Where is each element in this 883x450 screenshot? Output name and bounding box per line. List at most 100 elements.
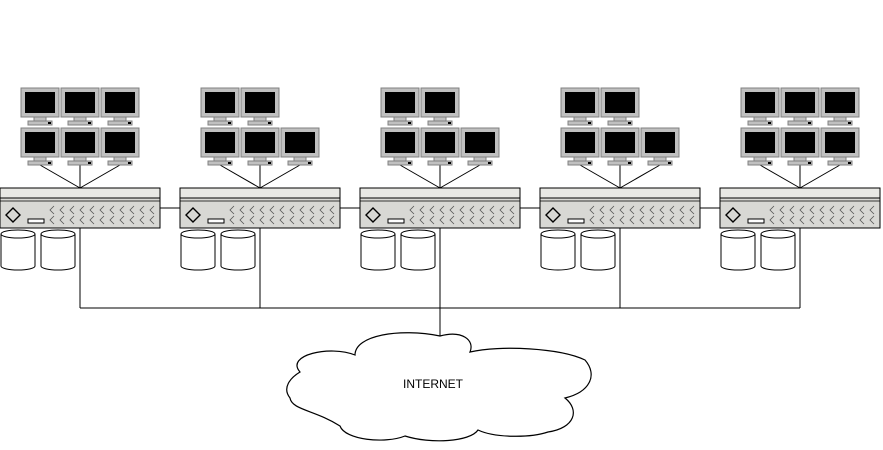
disk-top [580, 229, 616, 239]
monitor-cable [619, 164, 661, 189]
monitor-icon [100, 127, 140, 166]
server-vent [659, 215, 665, 225]
server-vent [819, 215, 825, 225]
server-vent [789, 205, 795, 215]
monitor-icon [600, 127, 640, 166]
monitor-base [427, 120, 453, 126]
cloud-label: INTERNET [403, 377, 464, 391]
monitor-base [567, 160, 593, 166]
server-vent [249, 215, 255, 225]
monitor-screen [65, 132, 95, 153]
monitor-screen [385, 132, 415, 153]
server-top-panel [539, 187, 701, 199]
monitor-neck [33, 116, 47, 122]
monitor-neck [613, 116, 627, 122]
server-vent [69, 205, 75, 215]
monitor-base [747, 160, 773, 166]
server-vent [609, 205, 615, 215]
server-vent [779, 205, 785, 215]
monitor-base [27, 160, 53, 166]
server-icon [539, 187, 701, 229]
monitor-neck [113, 156, 127, 162]
monitor-base [607, 120, 633, 126]
monitor-icon [200, 87, 240, 126]
server-vent [639, 205, 645, 215]
server-vent [279, 205, 285, 215]
monitor-icon [200, 127, 240, 166]
monitor-neck [573, 116, 587, 122]
server-vent [119, 205, 125, 215]
server-vent [619, 205, 625, 215]
server-vent [799, 215, 805, 225]
server-drive-slot [27, 218, 45, 224]
server-vent [619, 215, 625, 225]
server-icon [359, 187, 521, 229]
server-vent [259, 205, 265, 215]
monitor-screen [645, 132, 675, 153]
monitor-power-led [88, 162, 91, 164]
monitor-cable [259, 164, 301, 189]
server-vent [459, 215, 465, 225]
monitor-base [607, 160, 633, 166]
monitor-base [787, 160, 813, 166]
disk-body [540, 234, 576, 271]
disk-top [220, 229, 256, 239]
server-icon [719, 187, 881, 229]
monitor-screen [425, 132, 455, 153]
server-vent [469, 205, 475, 215]
monitor-power-led [488, 162, 491, 164]
monitor-cable [399, 164, 441, 189]
server-front-panel [719, 197, 881, 229]
server-vent [469, 215, 475, 225]
disk-icon [0, 229, 36, 271]
server-vent [409, 215, 415, 225]
monitor-neck [433, 156, 447, 162]
server-vent [319, 205, 325, 215]
monitor-power-led [628, 122, 631, 124]
server-vent [669, 215, 675, 225]
monitor-icon [780, 87, 820, 126]
monitor-screen [465, 132, 495, 153]
server-vent [829, 205, 835, 215]
monitor-base [207, 160, 233, 166]
monitor-cable [439, 164, 481, 189]
server-top-panel [359, 187, 521, 199]
monitor-neck [393, 156, 407, 162]
monitor-icon [280, 127, 320, 166]
monitor-power-led [408, 122, 411, 124]
server-vent [439, 205, 445, 215]
server-vent [419, 215, 425, 225]
disk-body [40, 234, 76, 271]
server-vent [289, 215, 295, 225]
server-vent [489, 205, 495, 215]
monitor-screen [25, 132, 55, 153]
monitor-power-led [48, 162, 51, 164]
monitor-neck [573, 156, 587, 162]
disk-top [400, 229, 436, 239]
disk-body [360, 234, 396, 271]
monitor-base [247, 160, 273, 166]
server-drive-slot [567, 218, 585, 224]
monitor-neck [393, 116, 407, 122]
server-vent [459, 205, 465, 215]
server-vent [269, 205, 275, 215]
server-vent [139, 215, 145, 225]
server-vent [769, 205, 775, 215]
monitor-screen [565, 132, 595, 153]
monitor-icon [60, 127, 100, 166]
monitor-icon [100, 87, 140, 126]
monitor-icon [740, 87, 780, 126]
server-vent [799, 205, 805, 215]
monitor-base [207, 120, 233, 126]
monitor-neck [33, 156, 47, 162]
server-drive-slot [747, 218, 765, 224]
disk-top [180, 229, 216, 239]
disk-body [580, 234, 616, 271]
disk-icon [180, 229, 216, 271]
monitor-neck [753, 156, 767, 162]
server-vent [239, 215, 245, 225]
server-vent [479, 215, 485, 225]
monitor-power-led [808, 162, 811, 164]
monitor-power-led [588, 122, 591, 124]
